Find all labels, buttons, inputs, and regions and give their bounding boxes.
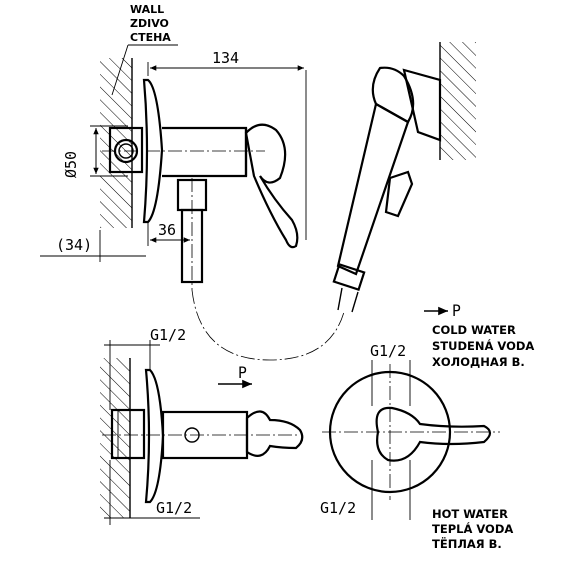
wall-label-line1: WALL xyxy=(130,3,164,16)
hose-path xyxy=(191,289,345,361)
dim-134: 134 xyxy=(212,49,239,67)
wall-label-line2: ZDIVO xyxy=(130,17,169,30)
shower-handle xyxy=(336,102,410,276)
lever-bottom xyxy=(245,410,304,457)
lever-front xyxy=(375,406,492,462)
shower-head xyxy=(371,66,415,124)
wall-label-line3: СТЕНА xyxy=(130,31,171,44)
top-side-view: WALL ZDIVO СТЕНА 134 Ø50 xyxy=(40,3,307,290)
cold-water-ru: ХОЛОДНАЯ В. xyxy=(432,355,525,369)
hand-shower-view xyxy=(191,42,476,361)
wall-hatch-right xyxy=(440,42,476,160)
flow-label-p-side: P xyxy=(238,363,247,382)
dim-34: (34) xyxy=(56,236,92,254)
cold-water-en: COLD WATER xyxy=(432,323,516,337)
thread-bottom-left: G1/2 xyxy=(156,499,192,517)
thread-top-right: G1/2 xyxy=(370,342,406,360)
hose-nut xyxy=(332,263,366,291)
wall-leader xyxy=(111,44,129,96)
bottom-top-view: G1/2 G1/2 P xyxy=(100,326,304,525)
wall-connector xyxy=(108,126,144,174)
dim-diameter: Ø50 xyxy=(62,151,80,178)
wall-hatch-top xyxy=(100,58,132,228)
hot-water-cz: TEPLÁ VODA xyxy=(432,521,513,536)
cold-water-cz: STUDENÁ VODA xyxy=(432,338,534,353)
hot-water-ru: ТЁПЛАЯ В. xyxy=(432,536,502,551)
lever-top xyxy=(244,123,299,249)
mixer-body-top xyxy=(162,126,248,178)
flow-label-p-top: P xyxy=(452,301,461,320)
hot-water-en: HOT WATER xyxy=(432,507,508,521)
shower-holder xyxy=(402,68,442,142)
rosette-bottom xyxy=(144,368,165,504)
rosette-top xyxy=(142,78,164,224)
inlet-block xyxy=(110,408,146,460)
thread-top-left: G1/2 xyxy=(150,326,186,344)
thread-bottom-right: G1/2 xyxy=(320,499,356,517)
dim-36: 36 xyxy=(158,221,176,239)
wall-hatch-bottom xyxy=(100,358,130,518)
shower-trigger xyxy=(384,170,414,218)
front-view: G1/2 G1/2 P COLD WATER STUDENÁ VODA ХОЛО… xyxy=(320,301,534,551)
